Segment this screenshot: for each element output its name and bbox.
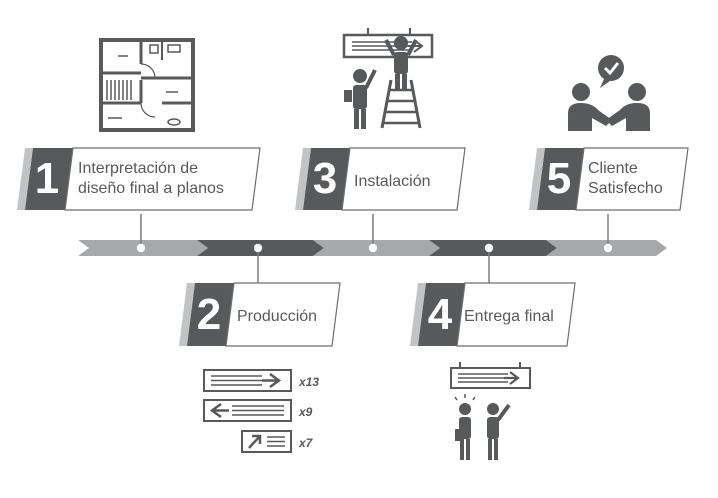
step-2-label: Producción <box>237 308 317 325</box>
right-arrow-sign-icon <box>203 369 292 392</box>
left-arrow-sign-icon <box>203 399 292 422</box>
step-2-number: 2 <box>197 290 221 339</box>
quantity-right-arrow-sign: x13 <box>298 375 319 389</box>
step-2-box: 2 Producción <box>179 282 341 347</box>
step-5-label-line-1: Cliente <box>588 160 638 177</box>
step-5-number: 5 <box>547 154 571 203</box>
quantity-left-arrow-sign: x9 <box>298 405 313 419</box>
step-5-label: Cliente Satisfecho <box>588 160 663 197</box>
step-1-label-line-2: diseño final a planos <box>78 180 224 197</box>
quantity-diagonal-arrow-sign: x7 <box>298 436 314 450</box>
step-4-number: 4 <box>428 290 453 339</box>
timeline-dot-2 <box>253 243 263 253</box>
step-3-box: 3 Instalación <box>295 147 466 211</box>
timeline-dot-1 <box>136 243 146 253</box>
step-4-box: 4 Entrega final <box>410 282 576 347</box>
timeline-dot-4 <box>484 243 494 253</box>
step-4-label: Entrega final <box>464 308 554 325</box>
step-3-label: Instalación <box>354 173 431 190</box>
step-5-box: 5 Cliente Satisfecho <box>529 147 689 211</box>
timeline-band <box>78 214 667 283</box>
diagonal-arrow-sign-icon <box>241 430 292 453</box>
production-signs-icon-group: x13 x9 x7 <box>203 369 319 453</box>
workers-installing-sign-icon <box>342 28 434 129</box>
floor-plan-icon <box>99 38 195 132</box>
client-receiving-sign-icon <box>450 362 531 460</box>
step-3-number: 3 <box>313 154 337 203</box>
step-1-label-line-1: Interpretación de <box>78 160 198 177</box>
step-1-number: 1 <box>35 154 59 203</box>
step-1-box: 1 Interpretación de diseño final a plano… <box>17 147 261 211</box>
step-5-label-line-2: Satisfecho <box>588 180 663 197</box>
timeline-dot-5 <box>603 243 613 253</box>
timeline-dot-3 <box>368 243 378 253</box>
step-1-label: Interpretación de diseño final a planos <box>78 160 224 197</box>
handshake-approval-icon <box>568 55 650 131</box>
